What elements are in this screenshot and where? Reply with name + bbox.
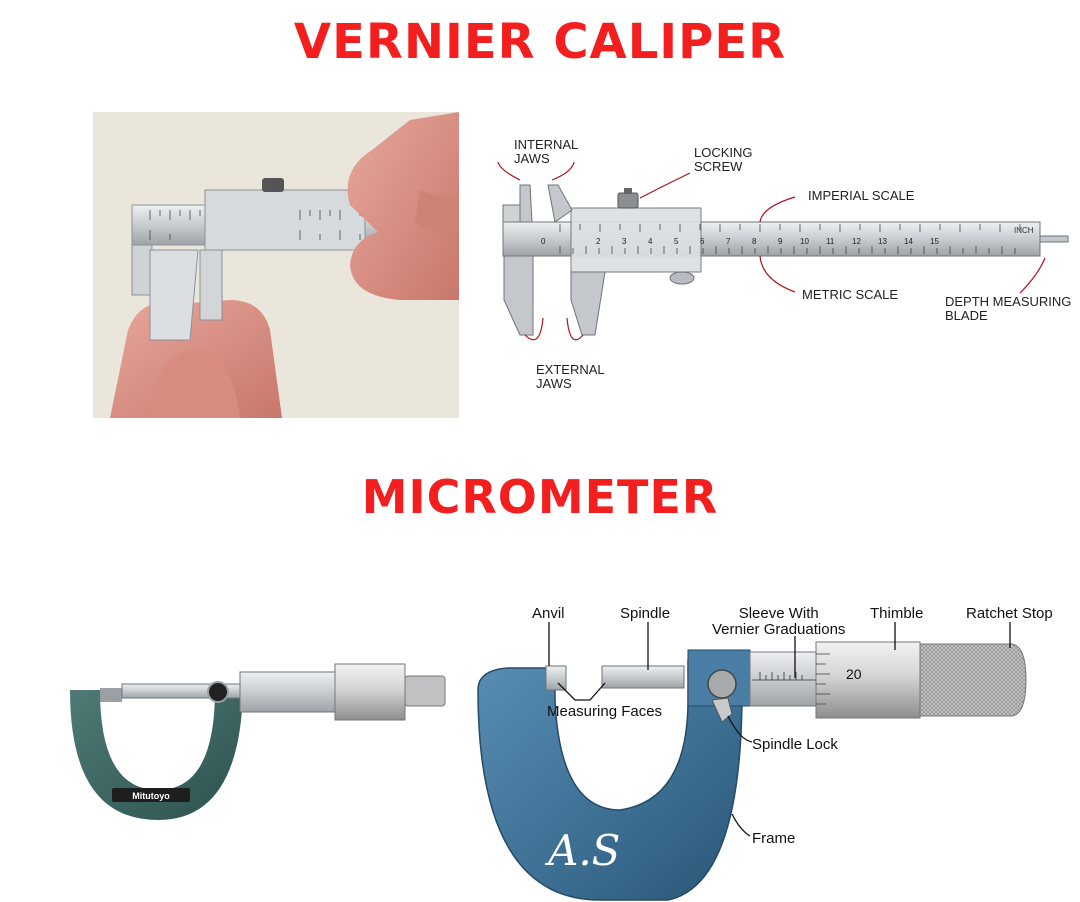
- label-locking-screw-line1: LOCKING: [694, 145, 753, 160]
- label-external-jaws-line2: JAWS: [536, 376, 572, 391]
- svg-text:10: 10: [800, 237, 809, 246]
- caliper-photo: [93, 112, 459, 418]
- label-inch: INCH: [1014, 226, 1034, 235]
- heading-micrometer: MICROMETER: [361, 470, 719, 524]
- svg-text:4: 4: [648, 237, 653, 246]
- label-spindle-lock: Spindle Lock: [752, 736, 838, 753]
- label-frame: Frame: [752, 830, 796, 847]
- svg-text:8: 8: [752, 237, 757, 246]
- caliper-diagram: 0 2 3 4 5 6 7 8 9 10 11 12 13 14 15: [497, 161, 1069, 341]
- svg-text:0: 0: [541, 237, 546, 246]
- label-sleeve-line1: Sleeve With: [738, 605, 819, 622]
- signature: A.S: [548, 826, 621, 875]
- svg-text:15: 15: [930, 237, 939, 246]
- label-external-jaws-line1: EXTERNAL: [536, 362, 605, 377]
- svg-text:14: 14: [904, 237, 913, 246]
- svg-text:7: 7: [726, 237, 731, 246]
- label-ratchet-stop: Ratchet Stop: [966, 605, 1053, 622]
- micrometer-photo: Mitutoyo: [70, 663, 446, 820]
- micrometer-diagram: [477, 622, 1027, 901]
- thimble-reading: 20: [846, 666, 862, 682]
- svg-text:13: 13: [878, 237, 887, 246]
- svg-text:2: 2: [596, 237, 601, 246]
- label-depth-line2: BLADE: [945, 308, 988, 323]
- svg-text:11: 11: [826, 237, 835, 246]
- svg-text:9: 9: [778, 237, 783, 246]
- svg-text:3: 3: [622, 237, 627, 246]
- label-anvil: Anvil: [532, 605, 565, 622]
- heading-vernier-caliper: VERNIER CALIPER: [293, 14, 787, 70]
- label-internal-jaws-line1: INTERNAL: [514, 137, 579, 152]
- label-sleeve-line2: Vernier Graduations: [712, 621, 846, 638]
- svg-text:6: 6: [700, 237, 705, 246]
- label-spindle: Spindle: [620, 605, 671, 622]
- label-metric-scale: METRIC SCALE: [802, 287, 899, 302]
- svg-text:5: 5: [674, 237, 679, 246]
- label-locking-screw-line2: SCREW: [694, 159, 743, 174]
- label-depth-line1: DEPTH MEASURING: [945, 294, 1072, 309]
- label-internal-jaws-line2: JAWS: [514, 151, 550, 166]
- svg-text:12: 12: [852, 237, 861, 246]
- label-measuring-faces: Measuring Faces: [547, 703, 663, 720]
- mitutoyo-brand: Mitutoyo: [132, 791, 170, 801]
- label-thimble: Thimble: [870, 605, 924, 622]
- label-imperial-scale: IMPERIAL SCALE: [808, 188, 915, 203]
